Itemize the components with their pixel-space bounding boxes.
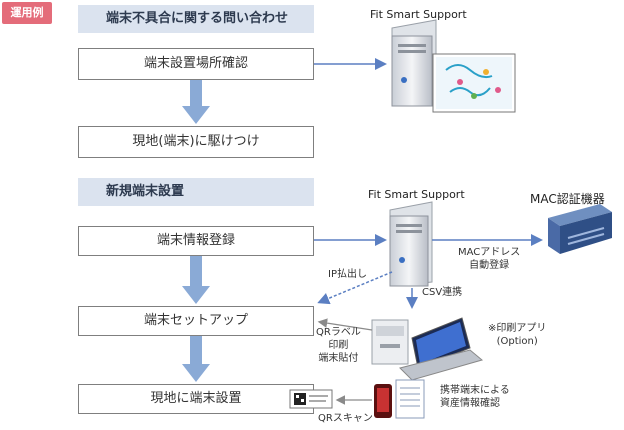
server-icon-top [391, 19, 437, 107]
step-register-info: 端末情報登録 [78, 226, 314, 256]
mac-device-label: MAC認証機器 [530, 192, 605, 206]
step-install-on-site: 現地に端末設置 [78, 384, 314, 414]
mac-register-label: MACアドレス 自動登録 [458, 247, 521, 271]
qr-label-card-icon [289, 389, 333, 409]
asset-document-icon [395, 379, 425, 419]
flow-arrow-3 [182, 336, 210, 382]
ip-assign-label: IP払出し [328, 269, 367, 280]
csv-link-label: CSV連携 [422, 287, 463, 298]
mobile-check-label: 携帯端末による 資産情報確認 [440, 385, 510, 409]
step-confirm-location: 端末設置場所確認 [78, 48, 314, 80]
laptop-icon [399, 317, 484, 381]
step-rush-to-site: 現地(端末)に駆けつけ [78, 126, 314, 158]
step-setup-terminal: 端末セットアップ [78, 306, 314, 336]
print-app-label: ※印刷アプリ (Option) [488, 323, 547, 347]
flow-arrow-2 [182, 256, 210, 304]
mac-auth-device-icon [548, 204, 612, 254]
server-label-top: Fit Smart Support [370, 8, 467, 21]
qr-scan-label: QRスキャン [318, 413, 373, 424]
label-printer-icon [371, 319, 409, 365]
map-screen-icon [432, 53, 516, 113]
usage-example-tag: 運用例 [2, 2, 52, 24]
qr-label-print-label: QRラベル 印刷 端末貼付 [316, 327, 361, 364]
server-label-bottom: Fit Smart Support [368, 188, 465, 201]
server-icon-bottom [389, 201, 433, 287]
section-header-inquiry: 端末不具合に関する問い合わせ [78, 5, 314, 33]
mobile-device-icon [374, 384, 392, 418]
flow-arrow-1 [182, 80, 210, 124]
section-header-new-install: 新規端末設置 [78, 178, 314, 206]
